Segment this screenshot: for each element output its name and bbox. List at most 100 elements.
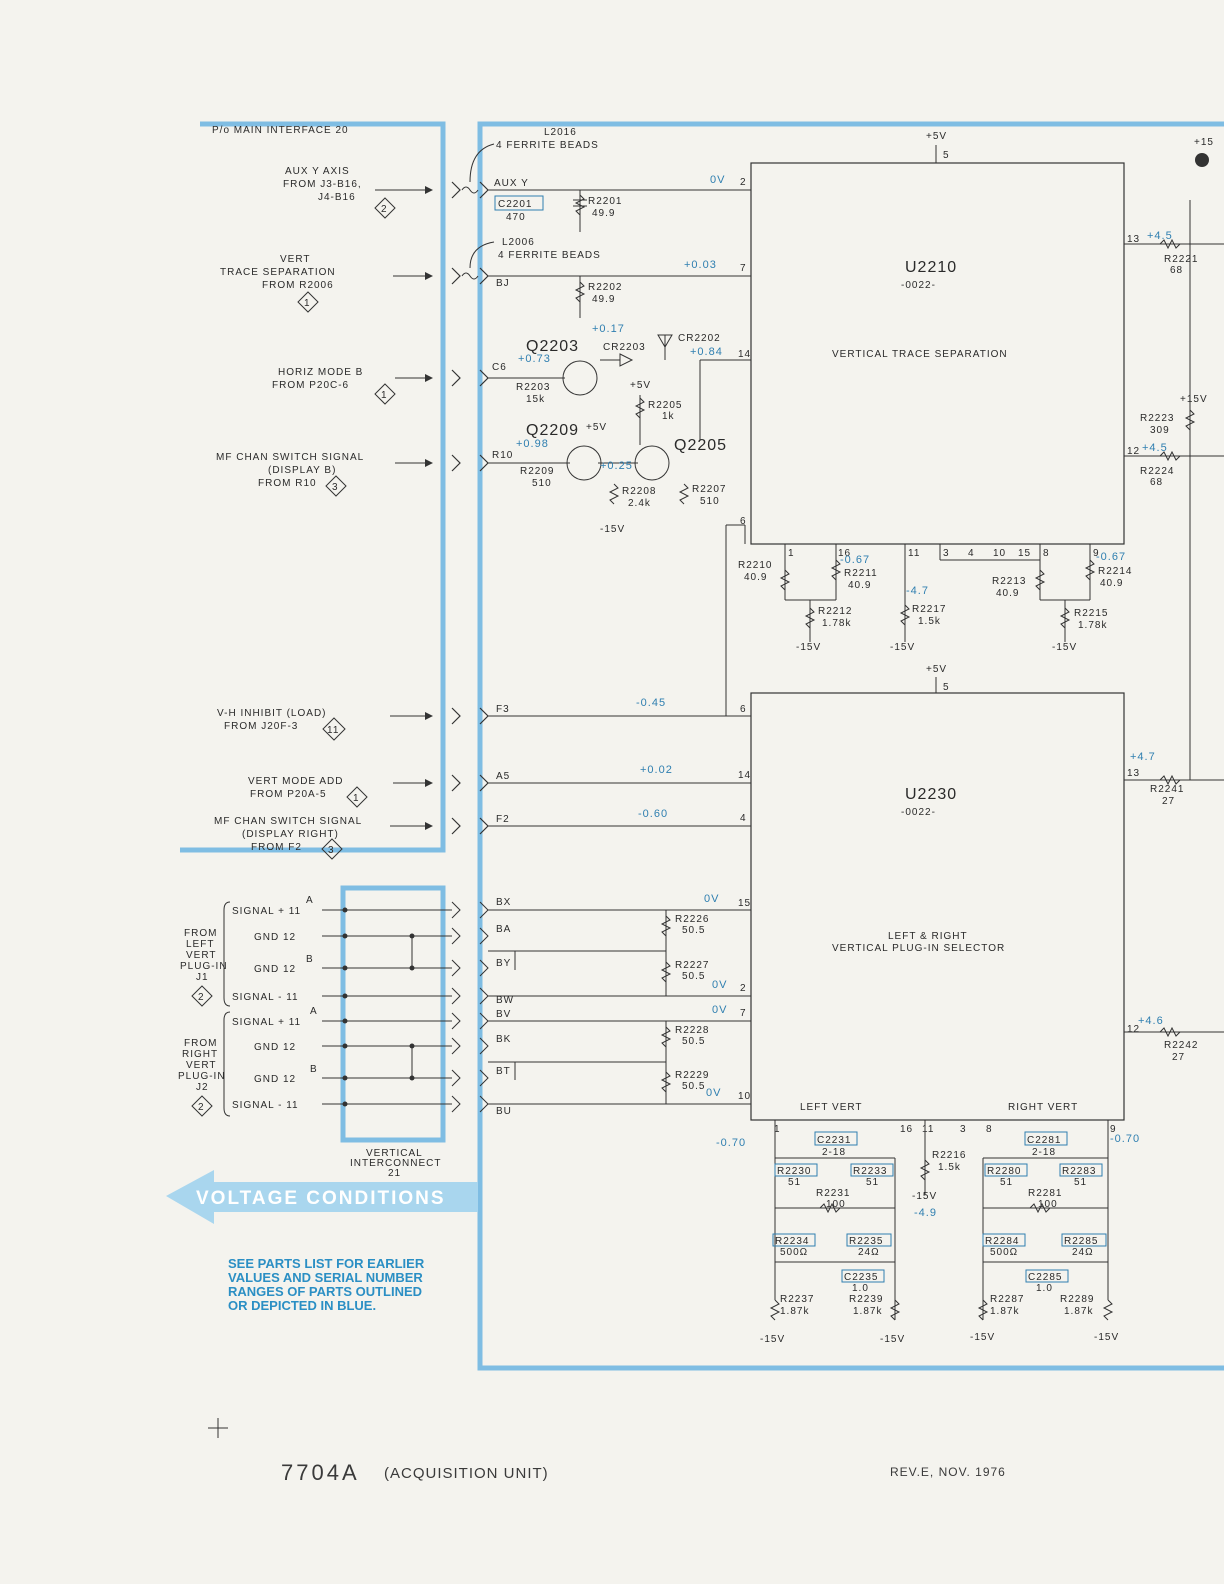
u2210-pin-5: 5 [943, 150, 950, 161]
q2203-body [562, 360, 598, 396]
input-vh-inhibit: V-H INHIBIT (LOAD) FROM J20F-3 11 [217, 708, 433, 741]
u2210-box [750, 162, 1125, 545]
net-f3: F3 [496, 704, 510, 715]
r2201-val: 49.9 [592, 208, 615, 219]
input-mf-chan-b: MF CHAN SWITCH SIGNAL (DISPLAY B) FROM R… [216, 452, 433, 497]
r2227-ref: R2227 [675, 960, 709, 971]
interconnect-l2: INTERCONNECT [350, 1158, 441, 1169]
u2210-bottom-labels: R2210 40.9 R2211 40.9 R2212 1.78k R2217 … [738, 560, 1131, 653]
r2230-val: 51 [788, 1177, 801, 1188]
cr2203-ref: CR2203 [603, 342, 646, 353]
u2230-pin-2: 2 [740, 983, 747, 994]
r2208-val: 2.4k [628, 498, 651, 509]
r2280-outline [984, 1163, 1028, 1177]
l2016-ref: L2016 [544, 127, 577, 138]
pin-a-1: A [306, 895, 314, 906]
minus15v-a: -15V [796, 642, 821, 653]
r2237-ref: R2237 [780, 1294, 814, 1305]
r2235-ref: R2235 [849, 1236, 883, 1247]
cr2202-ref: CR2202 [678, 333, 721, 344]
r2209-val: 510 [532, 478, 552, 489]
r2215-val: 1.78k [1078, 620, 1107, 631]
u2210-bottom-network [779, 544, 1096, 642]
v-bx: 0V [704, 893, 719, 905]
pin-row-6: GND 12 [254, 1042, 296, 1053]
r2289-ref: R2289 [1060, 1294, 1094, 1305]
u2230-pin-10: 10 [738, 1091, 751, 1102]
r2202-val: 49.9 [592, 294, 615, 305]
input-mf-chan-r: MF CHAN SWITCH SIGNAL (DISPLAY RIGHT) FR… [214, 816, 433, 860]
interconnect-l1: VERTICAL [366, 1148, 423, 1159]
vert-trace-line1: VERT [280, 254, 311, 265]
u2230-ref: U2230 [905, 786, 957, 803]
r2285-ref: R2285 [1064, 1236, 1098, 1247]
u2210-pin-16: 16 [838, 548, 851, 559]
u2230-pin-11: 11 [922, 1124, 934, 1135]
r2203-val: 15k [526, 394, 545, 405]
footer-unit: (ACQUISITION UNIT) [384, 1465, 549, 1482]
ferrite-bead-symbols [461, 143, 495, 280]
horiz-mode-tag: 1 [381, 390, 388, 401]
horiz-mode-line2: FROM P20C-6 [272, 380, 349, 391]
r2289-val: 1.87k [1064, 1306, 1093, 1317]
r2284-ref: R2284 [985, 1236, 1019, 1247]
note-line1: SEE PARTS LIST FOR EARLIER [228, 1256, 425, 1271]
r2216-val: 1.5k [938, 1162, 961, 1173]
plus15-top: +15 [1194, 137, 1214, 148]
mf-chan-b-tag-diamond [325, 475, 347, 497]
c2231-ref: C2231 [817, 1135, 851, 1146]
u2230-pin-8: 8 [986, 1124, 993, 1135]
c2285-outline [1025, 1269, 1069, 1283]
r2231-ref: R2231 [816, 1188, 850, 1199]
r2203-ref: R2203 [516, 382, 550, 393]
pin-b-2: B [310, 1064, 318, 1075]
v-q5-b: +0.25 [600, 460, 633, 472]
vert-trace-line2: TRACE SEPARATION [220, 267, 336, 278]
r2285-outline [1061, 1233, 1107, 1247]
right-plugin-tag: 2 [198, 1102, 205, 1113]
net-r10: R10 [492, 450, 513, 461]
r2241-val: 27 [1162, 796, 1175, 807]
r2241-ref: R2241 [1150, 784, 1184, 795]
u2230-pin-16: 16 [900, 1124, 913, 1135]
u2210-pin-12: 12 [1127, 446, 1140, 457]
r2287-val: 1.87k [990, 1306, 1019, 1317]
r2233-ref: R2233 [853, 1166, 887, 1177]
input-vert-mode: VERT MODE ADD FROM P20A-5 1 [248, 776, 433, 808]
r2205-ref: R2205 [648, 400, 682, 411]
r2214-val: 40.9 [1100, 578, 1123, 589]
v-p9: -0.67 [1096, 551, 1126, 563]
main-interface-label: P/o MAIN INTERFACE 20 [212, 125, 349, 136]
r2210-ref: R2210 [738, 560, 772, 571]
vert-trace-line3: FROM R2006 [262, 280, 334, 291]
q2205-body [634, 445, 670, 481]
r2284-val: 500Ω [990, 1247, 1018, 1258]
u2230-pin-12: 12 [1127, 1024, 1140, 1035]
l2016-desc: 4 FERRITE BEADS [496, 140, 599, 151]
input-horiz-mode: HORIZ MODE B FROM P20C-6 1 [272, 367, 433, 405]
v-r-out: -0.70 [1110, 1133, 1140, 1145]
r2230-outline [774, 1163, 818, 1177]
u2210-pin-13: 13 [1127, 234, 1140, 245]
r2283-ref: R2283 [1062, 1166, 1096, 1177]
net-bj: BJ [496, 278, 510, 289]
u2230-pin-7: 7 [740, 1008, 747, 1019]
q2203-ref: Q2203 [526, 338, 579, 355]
c2231-val: 2-18 [822, 1147, 846, 1158]
minus15v-q: -15V [600, 524, 625, 535]
r2213-ref: R2213 [992, 576, 1026, 587]
u2230-desc2: VERTICAL PLUG-IN SELECTOR [832, 943, 1005, 954]
r2207-val: 510 [700, 496, 720, 507]
r2228-ref: R2228 [675, 1025, 709, 1036]
interconnect-l3: 21 [388, 1168, 401, 1179]
u2210-pin-6: 6 [740, 516, 747, 527]
r2210-val: 40.9 [744, 572, 767, 583]
footer: 7704A (ACQUISITION UNIT) REV.E, NOV. 197… [208, 1418, 1005, 1485]
u2210-pin-8: 8 [1043, 548, 1050, 559]
r2283-val: 51 [1074, 1177, 1087, 1188]
r2233-val: 51 [866, 1177, 879, 1188]
r2212-val: 1.78k [822, 618, 851, 629]
r2284-outline [982, 1233, 1026, 1247]
resistor-zigzags-top [574, 194, 1196, 505]
